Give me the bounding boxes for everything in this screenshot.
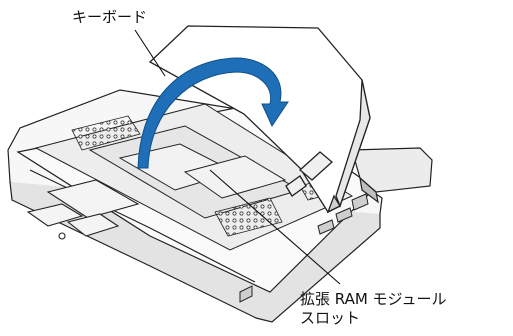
touchpad <box>26 179 140 240</box>
ram-slot-label-line1: 拡張 RAM モジュール <box>300 290 447 308</box>
ram-slot-label: 拡張 RAM モジュール スロット <box>300 290 447 328</box>
ram-slot-leader-line <box>209 169 341 285</box>
keyboard-label: キーボード <box>72 8 148 26</box>
display-lid <box>351 147 433 204</box>
side-ports <box>239 193 369 303</box>
keyboard-leader-line <box>134 29 166 77</box>
curved-arrow-icon <box>137 57 289 169</box>
leader-lines <box>134 29 341 285</box>
ram-slot-label-line2: スロット <box>300 308 361 327</box>
